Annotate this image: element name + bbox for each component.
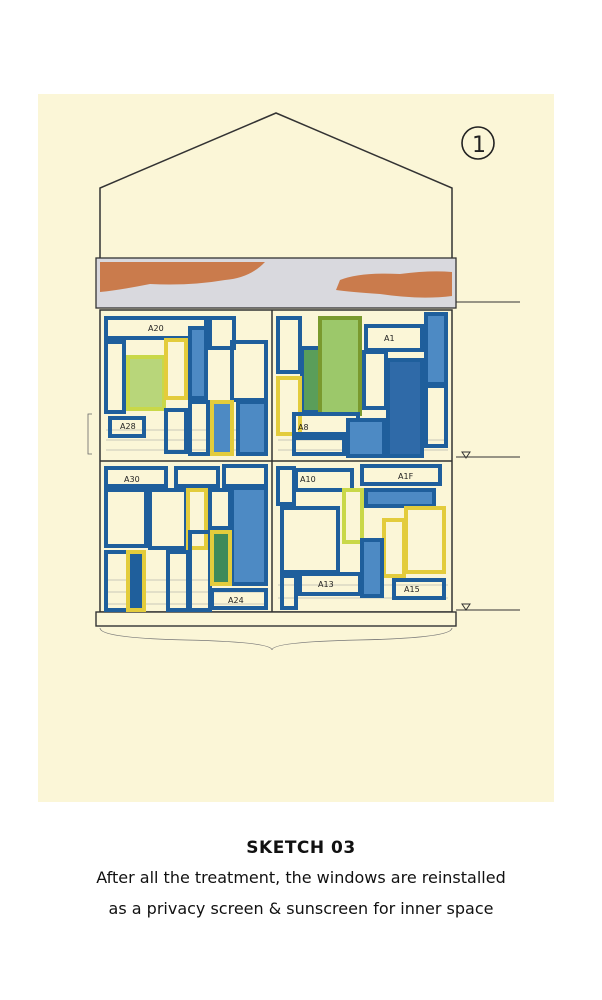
caption-line-1: After all the treatment, the windows are…: [96, 868, 506, 887]
window-label-marks: A20 A1 A30 A10 A1F A28 A8 A24 A13 A15: [120, 324, 420, 605]
windows-lower-right: [276, 464, 446, 610]
svg-text:A8: A8: [298, 423, 309, 432]
svg-text:A20: A20: [148, 324, 164, 333]
dimension-brace: [99, 627, 453, 651]
roof-outline: [99, 112, 453, 258]
windows-upper-left: [104, 316, 268, 456]
sheet-number: 1: [472, 133, 486, 158]
svg-text:A24: A24: [228, 596, 244, 605]
brick-patch-left: [100, 262, 265, 292]
building-elevation-sketch: A20 A1 A30 A10 A1F A28 A8 A24 A13 A15 1: [87, 112, 520, 651]
level-marker-base: [461, 603, 471, 611]
caption-line-2: as a privacy screen & sunscreen for inne…: [108, 899, 494, 918]
caption-title: SKETCH 03: [246, 838, 356, 858]
svg-text:A28: A28: [120, 422, 136, 431]
base-plinth: [95, 611, 457, 627]
level-marker-mid: [461, 451, 471, 459]
sheet-number-circle: [461, 126, 495, 160]
windows-lower-left: [104, 464, 268, 612]
svg-text:A1: A1: [384, 334, 395, 343]
svg-text:A30: A30: [124, 475, 140, 484]
windows-upper-right: [276, 312, 448, 458]
svg-text:A10: A10: [300, 475, 316, 484]
svg-text:A15: A15: [404, 585, 420, 594]
brick-patch-right: [336, 271, 452, 298]
left-bracket-upper: [87, 413, 92, 455]
svg-text:A13: A13: [318, 580, 334, 589]
svg-text:A1F: A1F: [398, 472, 414, 481]
